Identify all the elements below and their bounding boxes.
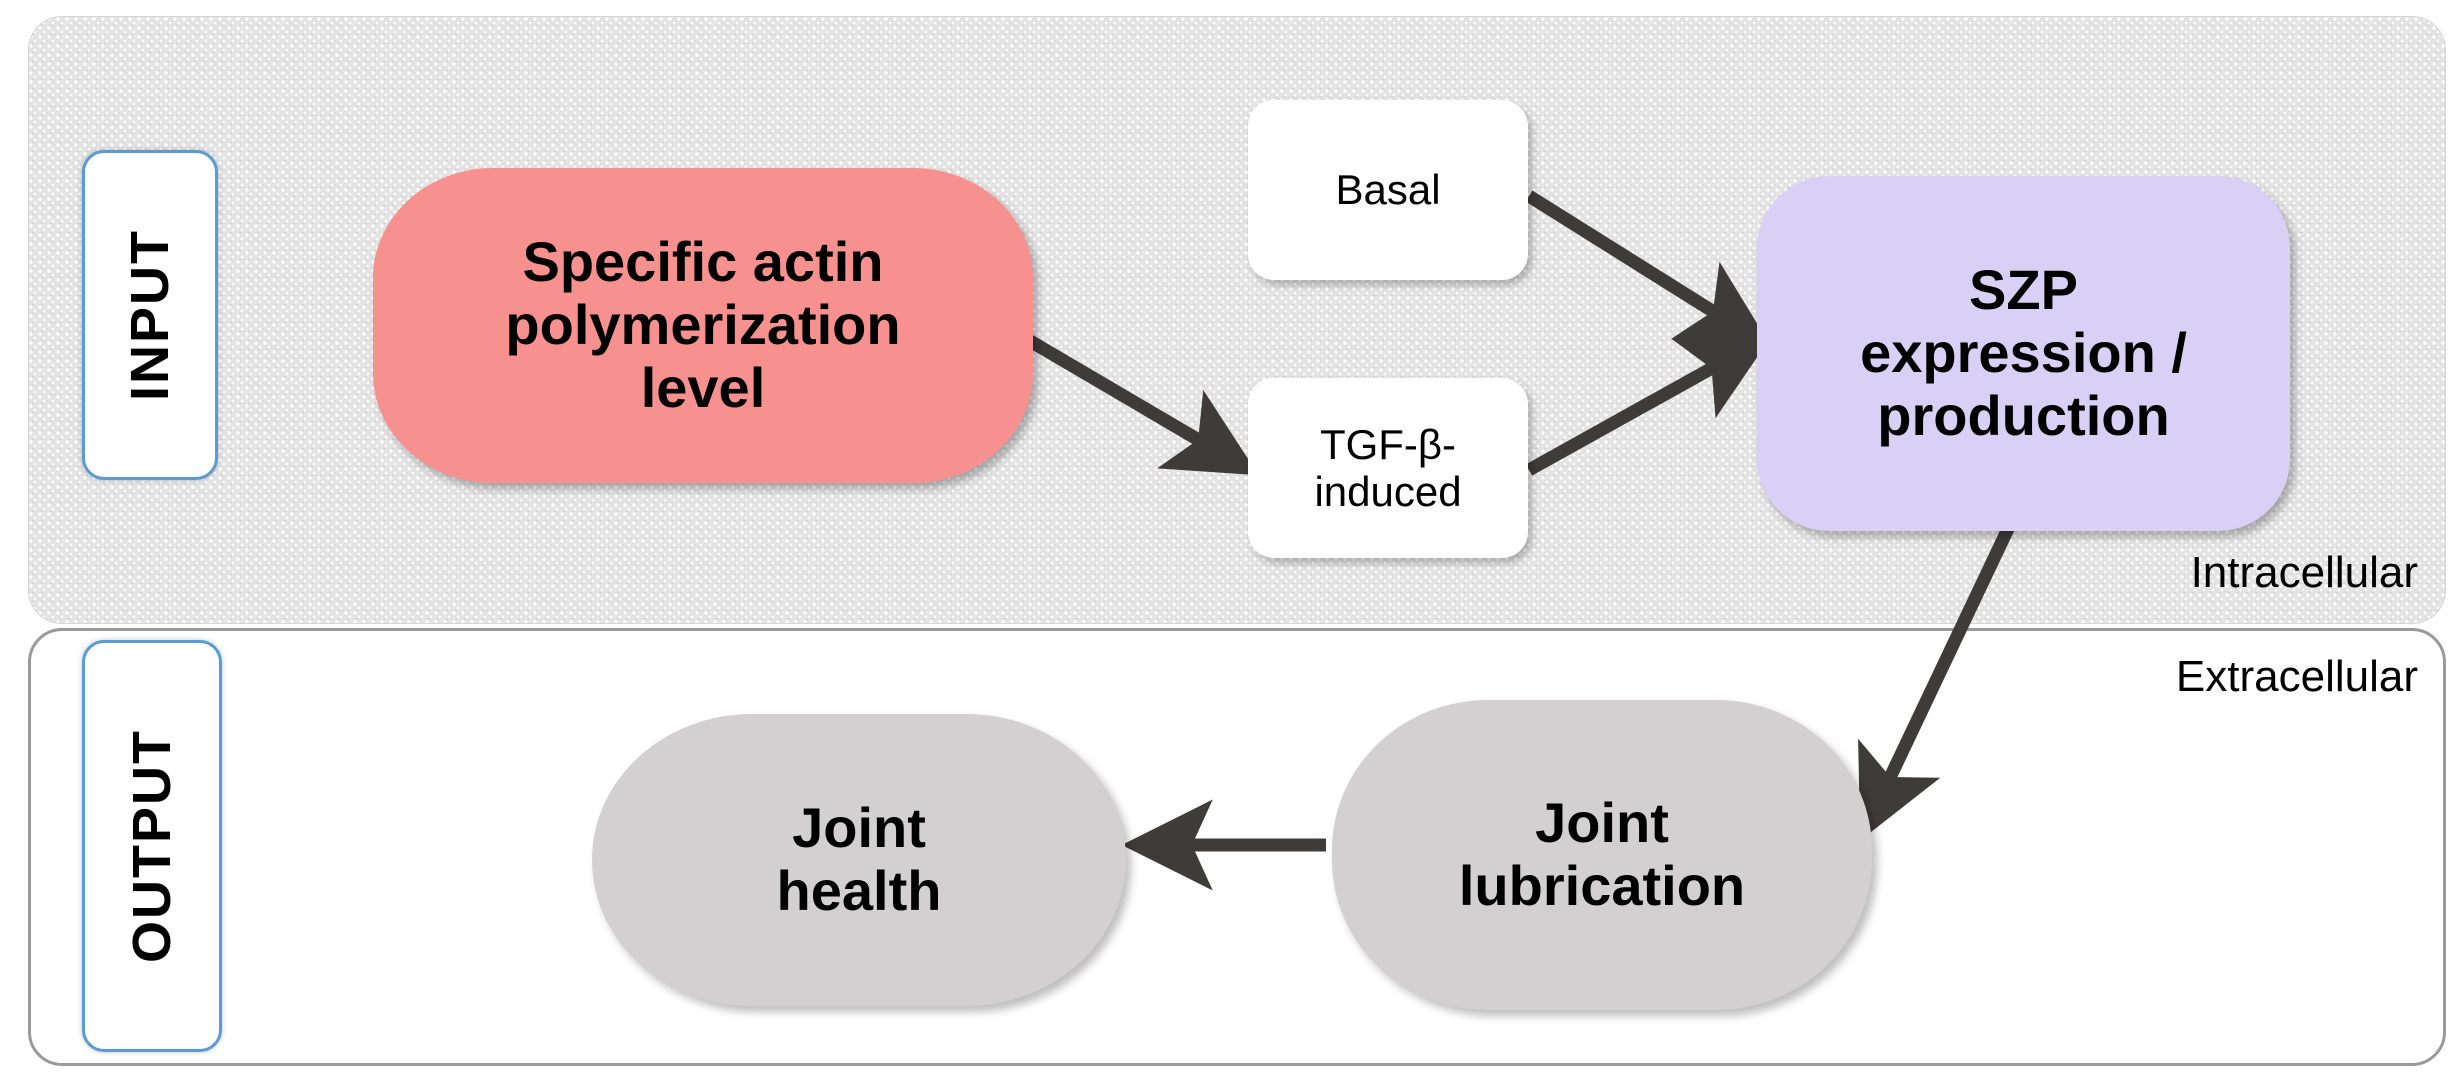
section-tag-input-label: INPUT [120,229,180,401]
section-tag-input[interactable]: INPUT [82,150,218,480]
node-tgfb-line1: TGF-β- [1319,420,1457,468]
extracellular-compartment-panel [28,628,2446,1066]
section-tag-output-label: OUTPUT [122,729,182,963]
node-joint-health-line1: Joint [792,796,926,860]
node-szp-line1: SZP [1969,258,2078,322]
node-tgfb-line2: induced [1314,468,1462,515]
node-basal-label: Basal [1335,166,1441,214]
node-szp-line3: production [1877,383,2170,447]
node-tgfb-label: TGF-β-induced [1304,421,1471,515]
node-actin-line2: polymerization [505,293,901,357]
node-joint-health-line2: health [776,859,942,922]
node-actin-line3: level [640,355,766,419]
intracellular-caption: Intracellular [2190,548,2418,597]
node-basal[interactable]: Basal [1248,100,1528,280]
section-tag-output[interactable]: OUTPUT [82,640,222,1052]
extracellular-caption: Extracellular [2175,652,2418,701]
node-actin-line1: Specific actin [522,230,884,294]
node-joint-lubrication-line2: lubrication [1458,854,1746,917]
node-tgf-beta-induced[interactable]: TGF-β-induced [1248,378,1528,558]
node-joint-lubrication-line1: Joint [1535,791,1669,855]
node-szp-line2: expression / [1860,321,2187,385]
